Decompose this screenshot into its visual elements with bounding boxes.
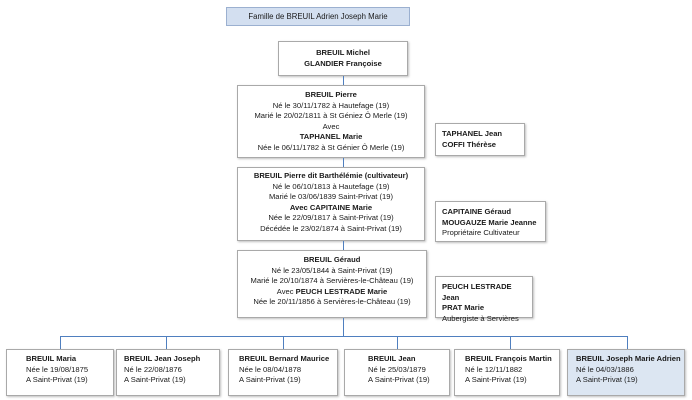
- child-4-birth: Né le 25/03/1879: [368, 364, 426, 374]
- gen3-spouse-occupation: Propriétaire Cultivateur: [442, 228, 520, 238]
- child-3-place: A Saint-Privat (19): [239, 375, 301, 385]
- gen3-spouse-birth: Née le 22/09/1817 à Saint-Privat (19): [268, 213, 394, 223]
- gen2-spouse-birth: Née le 06/11/1782 à St Génier Ô Merle (1…: [257, 142, 405, 152]
- child-box-5: BREUIL François Martin Né le 12/11/1882 …: [454, 349, 560, 396]
- child-1-birth: Née le 19/08/1875: [26, 364, 89, 374]
- gen2-marriage: Marié le 20/02/1811 à St Géniez Ô Merle …: [254, 111, 408, 121]
- child-4-name: BREUIL Jean: [368, 354, 416, 363]
- child-5-name: BREUIL François Martin: [465, 354, 552, 363]
- connector-1: [343, 76, 344, 85]
- gen4-spouse-parents-box: PEUCH LESTRADE Jean PRAT Marie Aubergist…: [435, 276, 533, 323]
- gen4-box: BREUIL Géraud Né le 23/05/1844 à Saint-P…: [237, 250, 427, 318]
- child-drop-5: [510, 336, 511, 349]
- child-1-name: BREUIL Maria: [26, 354, 77, 363]
- child-2-place: A Saint-Privat (19): [124, 375, 186, 385]
- connector-2: [343, 158, 344, 167]
- gen3-marriage: Marié le 03/06/1839 Saint-Privat (19): [268, 192, 394, 202]
- grandfather-name: BREUIL Michel: [316, 48, 370, 57]
- gen4-marriage: Marié le 20/10/1874 à Servières-le-Châte…: [250, 276, 414, 286]
- child-drop-4: [397, 336, 398, 349]
- child-box-6: BREUIL Joseph Marie Adrien Né le 04/03/1…: [567, 349, 685, 396]
- connector-4: [343, 318, 344, 336]
- child-4-place: A Saint-Privat (19): [368, 375, 430, 385]
- grandmother-name: GLANDIER Françoise: [304, 58, 382, 68]
- child-5-birth: Né le 12/11/1882: [465, 364, 523, 374]
- child-6-name: BREUIL Joseph Marie Adrien: [576, 354, 681, 363]
- gen4-spouse-father: PEUCH LESTRADE Jean: [442, 282, 512, 302]
- child-1-place: A Saint-Privat (19): [26, 375, 88, 385]
- gen2-spouse-parents-box: TAPHANEL Jean COFFI Thérèse: [435, 123, 525, 156]
- gen3-name: BREUIL Pierre dit Barthélémie (cultivate…: [253, 171, 409, 180]
- gen3-spouse-father: CAPITAINE Géraud: [442, 207, 512, 216]
- gen4-with-prefix: Avec: [276, 286, 296, 296]
- gen3-spouse-death: Décédée le 23/02/1874 à Saint-Privat (19…: [260, 223, 402, 233]
- gen4-birth: Né le 23/05/1844 à Saint-Privat (19): [271, 265, 393, 275]
- gen2-name: BREUIL Pierre: [305, 90, 357, 99]
- child-6-birth: Né le 04/03/1886: [576, 364, 634, 374]
- child-drop-6: [627, 336, 628, 349]
- child-drop-3: [283, 336, 284, 349]
- child-drop-2: [166, 336, 167, 349]
- gen2-spouse: TAPHANEL Marie: [299, 132, 363, 142]
- grandparents-box: BREUIL Michel GLANDIER Françoise: [278, 41, 408, 76]
- child-2-birth: Né le 22/08/1876: [124, 364, 182, 374]
- gen3-birth: Né le 06/10/1813 à Hautefage (19): [272, 181, 390, 191]
- child-drop-1: [60, 336, 61, 349]
- gen4-spouse-mother: PRAT Marie: [442, 303, 485, 313]
- gen3-spouse-parents-box: CAPITAINE Géraud MOUGAUZE Marie Jeanne P…: [435, 201, 546, 242]
- child-3-birth: Née le 08/04/1878: [239, 364, 302, 374]
- child-box-2: BREUIL Jean Joseph Né le 22/08/1876 A Sa…: [116, 349, 220, 396]
- gen4-name: BREUIL Géraud: [303, 255, 361, 264]
- child-box-1: BREUIL Maria Née le 19/08/1875 A Saint-P…: [6, 349, 114, 396]
- gen4-with: Avec PEUCH LESTRADE Marie: [238, 287, 426, 298]
- child-5-place: A Saint-Privat (19): [465, 375, 527, 385]
- gen3-box: BREUIL Pierre dit Barthélémie (cultivate…: [237, 167, 425, 241]
- gen2-spouse-father: TAPHANEL Jean: [442, 129, 503, 138]
- gen4-spouse-occupation: Aubergiste à Servières: [442, 313, 519, 323]
- child-2-name: BREUIL Jean Joseph: [124, 354, 201, 363]
- child-3-name: BREUIL Bernard Maurice: [239, 354, 330, 363]
- page-title: Famille de BREUIL Adrien Joseph Marie: [226, 7, 410, 26]
- gen3-spouse-mother: MOUGAUZE Marie Jeanne: [442, 217, 537, 227]
- gen4-spouse: PEUCH LESTRADE Marie: [295, 286, 388, 296]
- child-6-place: A Saint-Privat (19): [576, 375, 638, 385]
- gen2-with: Avec: [322, 121, 340, 131]
- connector-3: [343, 241, 344, 250]
- gen2-spouse-mother: COFFI Thérèse: [442, 139, 497, 149]
- gen4-spouse-birth: Née le 20/11/1856 à Servières-le-Château…: [253, 297, 411, 307]
- child-box-4: BREUIL Jean Né le 25/03/1879 A Saint-Pri…: [344, 349, 450, 396]
- children-bar: [60, 336, 627, 337]
- child-box-3: BREUIL Bernard Maurice Née le 08/04/1878…: [228, 349, 338, 396]
- gen3-spouse: Avec CAPITAINE Marie: [289, 202, 373, 212]
- gen2-birth: Né le 30/11/1782 à Hautefage (19): [272, 100, 390, 110]
- gen2-box: BREUIL Pierre Né le 30/11/1782 à Hautefa…: [237, 85, 425, 158]
